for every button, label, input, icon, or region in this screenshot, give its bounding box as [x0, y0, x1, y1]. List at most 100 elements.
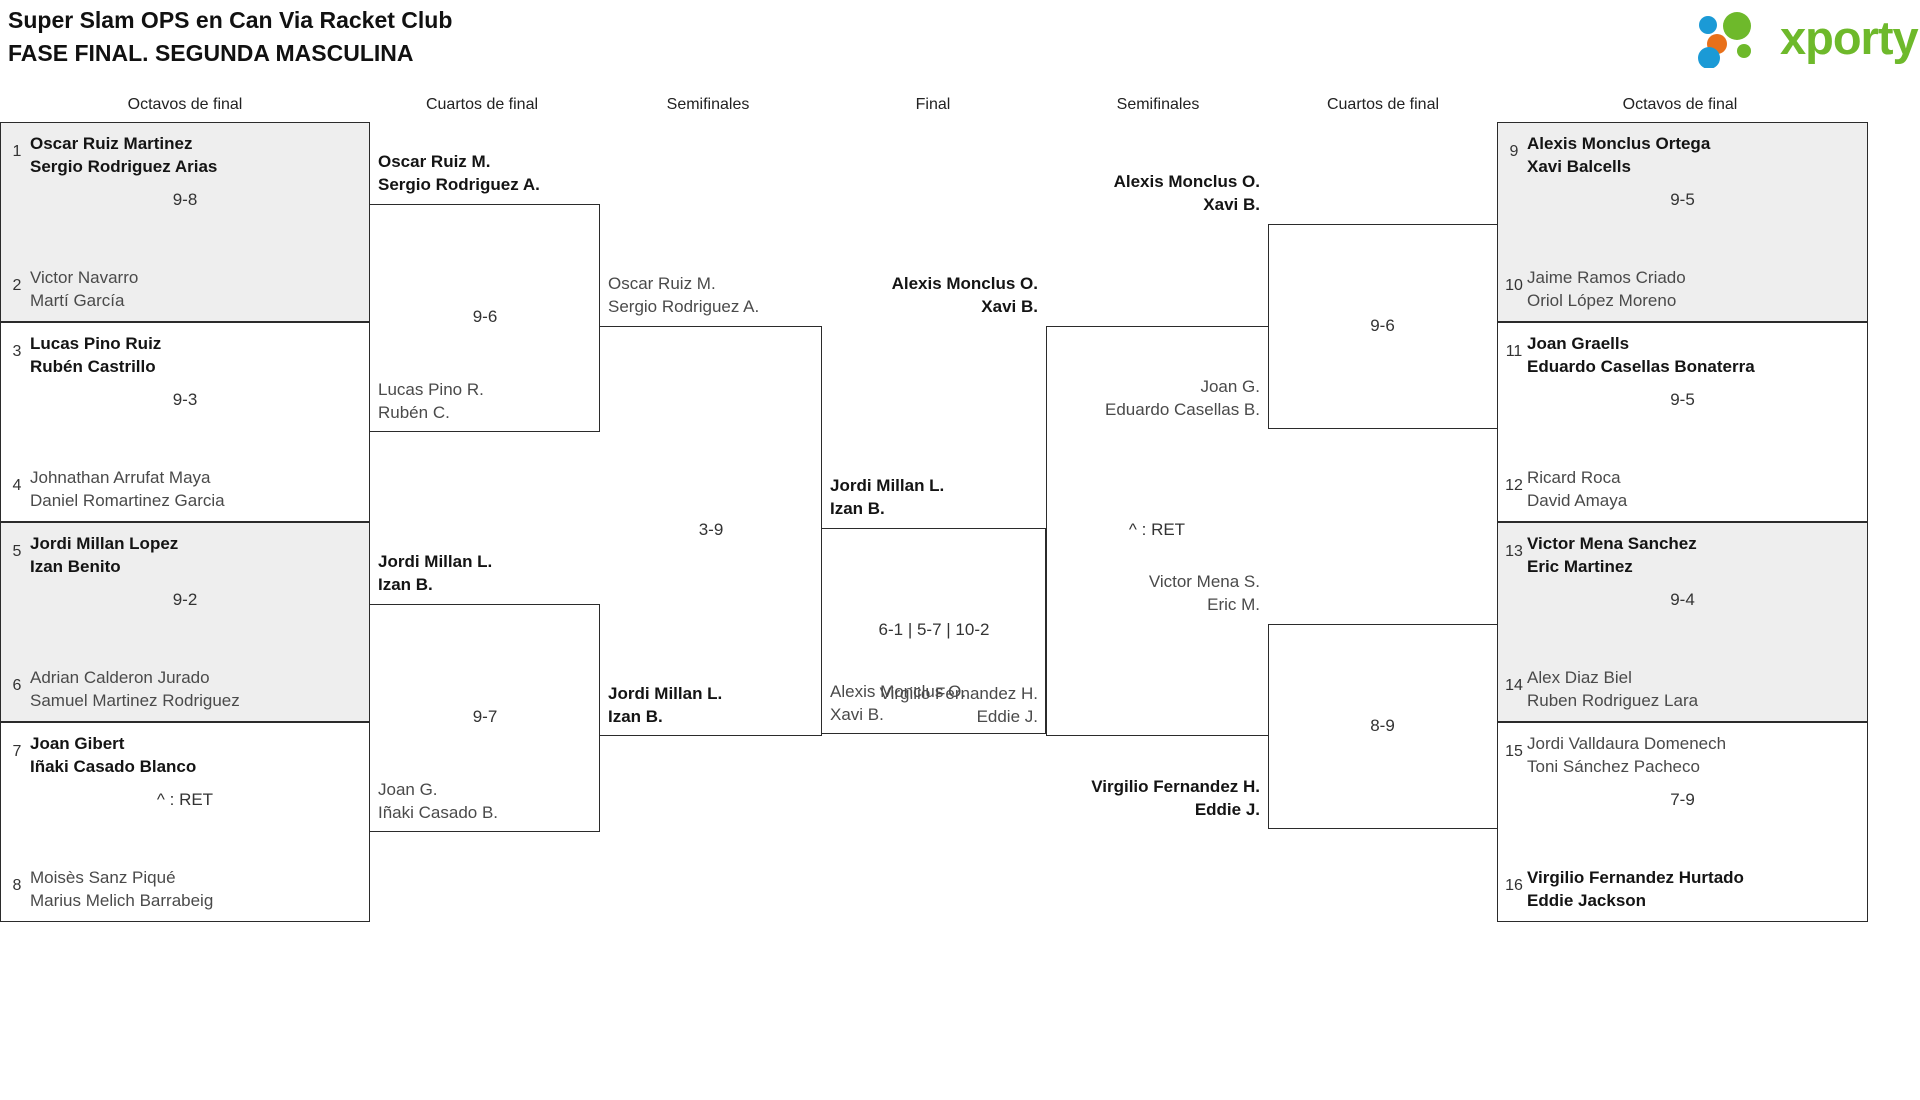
player-name-2: Eric M.	[1207, 595, 1260, 614]
left-cuartos-top-team-bottom: Lucas Pino R.Rubén C.	[378, 378, 484, 424]
player-name-1: Johnathan Arrufat Maya	[30, 468, 211, 487]
player-name-2: Xavi B.	[981, 297, 1038, 316]
player-name-2: Marius Melich Barrabeig	[30, 891, 214, 910]
round-header-0: Octavos de final	[127, 96, 243, 113]
octavos-match-right-1[interactable]	[1497, 322, 1868, 522]
octavos-match-right-2[interactable]	[1497, 522, 1868, 722]
player-name-1: Jordi Millan L.	[608, 684, 723, 703]
player-name-2: Izan B.	[608, 707, 663, 726]
player-name-1: Victor Navarro	[30, 268, 139, 287]
xporty-dots-icon	[1698, 12, 1751, 68]
player-name-1: Jordi Millan L.	[378, 552, 493, 571]
seed-number-2: 2	[12, 277, 22, 294]
right-cuartos-top-team-top: Alexis Monclus O. Xavi B.	[960, 170, 1260, 216]
seed-number-9: 9	[1509, 143, 1519, 160]
right-cuartos-top-team-bottom: Joan G.Eduardo Casellas B.	[960, 375, 1260, 421]
player-name-2: Izan Benito	[30, 557, 121, 576]
player-name-1: Alex Diaz Biel	[1527, 668, 1632, 687]
player-name-1: Oscar Ruiz M.	[608, 274, 716, 293]
round-header-4: Semifinales	[1116, 96, 1200, 113]
right-cuartos-bottom-box[interactable]	[1268, 624, 1497, 829]
round-header-2: Semifinales	[666, 96, 750, 113]
round-header-1: Cuartos de final	[425, 96, 539, 113]
player-name-2: Daniel Romartinez Garcia	[30, 491, 225, 510]
tournament-name: Super Slam OPS en Can Via Racket Club	[8, 7, 453, 33]
octavos-match-left-0[interactable]	[0, 122, 370, 322]
seed-number-6: 6	[12, 677, 22, 694]
left-cuartos-top-box[interactable]	[370, 204, 600, 432]
final-team-bottom: Alexis Monclus O.Xavi B.	[830, 680, 966, 726]
seed-number-11: 11	[1505, 343, 1523, 360]
player-name-2: Ruben Rodriguez Lara	[1527, 691, 1699, 710]
left-cuartos-bottom-box[interactable]	[370, 604, 600, 832]
player-name-2: Izan B.	[378, 575, 433, 594]
octavos-match-right-3[interactable]	[1497, 722, 1868, 922]
left-cuartos-top-score: 9-6	[472, 307, 498, 326]
player-name-1: Joan G.	[378, 780, 438, 799]
player-name-2: Toni Sánchez Pacheco	[1527, 757, 1700, 776]
right-semifinal-box[interactable]	[1046, 326, 1268, 736]
octavos-match-left-1[interactable]	[0, 322, 370, 522]
seed-number-5: 5	[12, 543, 22, 560]
player-name-1: Virgilio Fernandez H.	[1091, 777, 1260, 796]
player-name-2: Xavi B.	[1203, 195, 1260, 214]
player-name-1: Jordi Millan Lopez	[30, 534, 179, 553]
left-semifinal-team-top: Oscar Ruiz M.Sergio Rodriguez A.	[608, 272, 759, 318]
player-name-1: Lucas Pino Ruiz	[30, 334, 162, 353]
player-name-1: Virgilio Fernandez Hurtado	[1527, 868, 1744, 887]
player-name-1: Ricard Roca	[1527, 468, 1621, 487]
seed-number-12: 12	[1505, 477, 1523, 494]
octavos-match-right-0[interactable]	[1497, 122, 1868, 322]
right-semifinal-team-top: Alexis Monclus O.Xavi B.	[738, 272, 1038, 318]
xporty-logo[interactable]: xporty	[1696, 8, 1919, 70]
player-name-2: Eddie Jackson	[1527, 891, 1647, 910]
seed-number-8: 8	[12, 877, 22, 894]
seed-number-7: 7	[12, 743, 22, 760]
player-name-1: Joan G.	[1200, 377, 1260, 396]
player-name-2: Oriol López Moreno	[1527, 291, 1677, 310]
right-cuartos-top-box[interactable]	[1268, 224, 1497, 429]
seed-number-1: 1	[12, 143, 22, 160]
player-name-1: Lucas Pino R.	[378, 380, 484, 399]
left-semifinal-box[interactable]	[600, 326, 822, 736]
octavos-match-left-2[interactable]	[0, 522, 370, 722]
octavos-score-right-3: 7-9	[1670, 790, 1695, 809]
octavos-score-left-0: 9-8	[172, 190, 198, 209]
player-name-1: Alexis Monclus O.	[1113, 172, 1260, 191]
right-semifinal-team-bottom: Virgilio Fernandez H.Eddie J.	[738, 682, 1038, 728]
octavos-score-left-1: 9-3	[172, 390, 198, 409]
right-semifinal-score: ^ : RET	[1128, 520, 1186, 539]
player-name-2: Eric Martinez	[1527, 557, 1633, 576]
right-cuartos-bottom-team-bottom: Virgilio Fernandez H.Eddie J.	[960, 775, 1260, 821]
player-name-2: Martí García	[30, 291, 125, 310]
octavos-match-left-3[interactable]	[0, 722, 370, 922]
left-cuartos-bottom-team-top: Jordi Millan L. Izan B.	[378, 550, 492, 596]
player-name-1: Virgilio Fernandez H.	[879, 684, 1038, 703]
player-name-1: Oscar Ruiz Martinez	[30, 134, 193, 153]
final-score: 6-1 | 5-7 | 10-2	[878, 620, 990, 639]
player-name-2: Iñaki Casado Blanco	[30, 757, 197, 776]
player-name-2: Xavi B.	[830, 705, 884, 724]
final-box[interactable]	[822, 528, 1046, 734]
player-name-1: Joan Graells	[1527, 334, 1630, 353]
player-name-1: Adrian Calderon Jurado	[30, 668, 210, 687]
player-name-1: Jordi Valldaura Domenech	[1527, 734, 1727, 753]
page-title: Super Slam OPS en Can Via Racket Club FA…	[8, 4, 452, 70]
player-name-2: Izan B.	[830, 499, 885, 518]
left-cuartos-bottom-team-bottom: Joan G.Iñaki Casado B.	[378, 778, 498, 824]
octavos-score-left-3: ^ : RET	[156, 790, 214, 809]
player-name-2: Sergio Rodriguez Arias	[30, 157, 218, 176]
octavos-score-right-1: 9-5	[1670, 390, 1695, 409]
